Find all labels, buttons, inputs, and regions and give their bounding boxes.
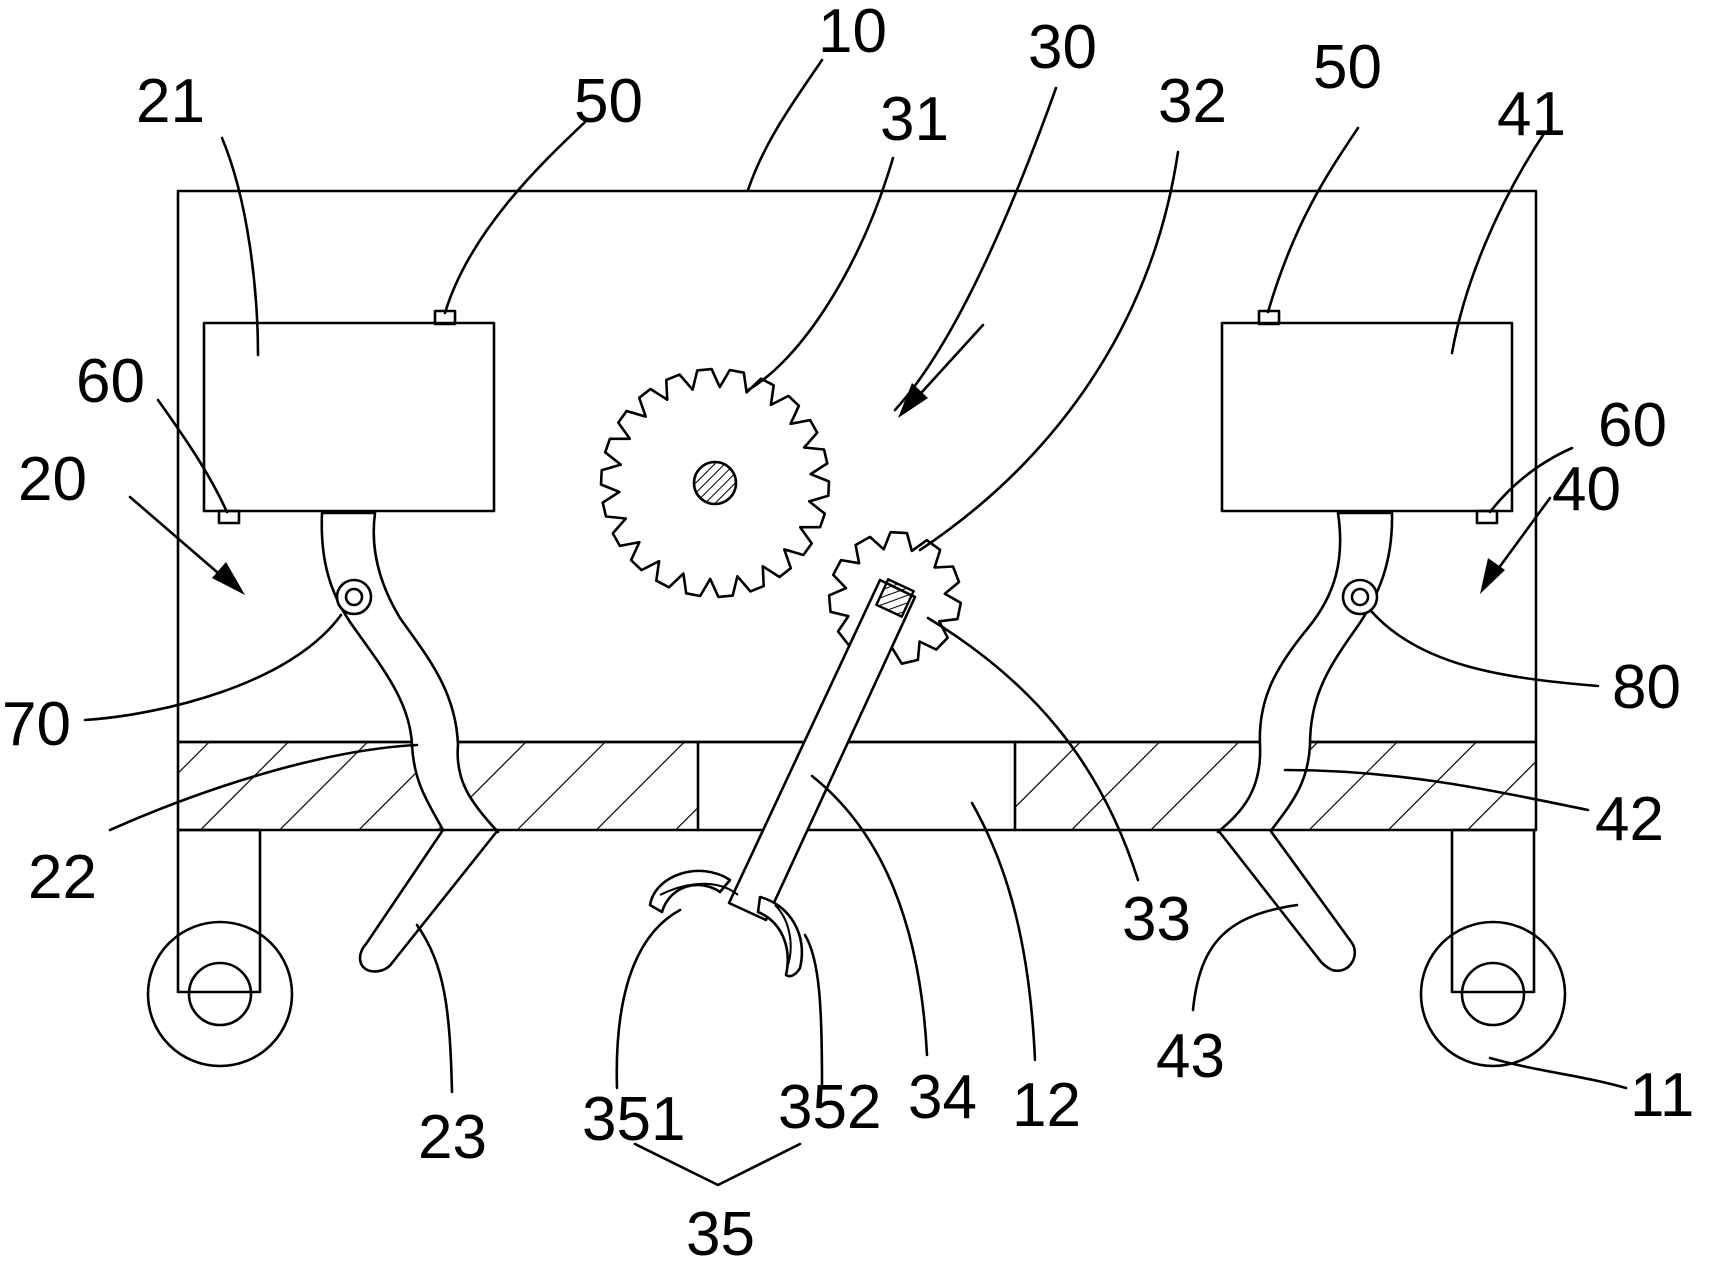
connecting-rod [727,578,917,922]
label-35: 35 [686,1200,755,1262]
label-30: 30 [1028,13,1097,82]
label-10: 10 [818,0,887,66]
arrow-30 [898,323,985,418]
label-50-left: 50 [574,67,643,136]
label-352: 352 [778,1073,881,1142]
label-34: 34 [908,1063,977,1132]
left-pivot [335,578,373,616]
label-33: 33 [1122,885,1191,954]
label-11: 11 [1630,1061,1694,1130]
leader-lines [83,58,1628,1187]
label-43: 43 [1156,1022,1225,1091]
label-32: 32 [1158,67,1227,136]
label-60-left: 60 [76,347,145,416]
gripper [648,869,804,978]
label-12: 12 [1012,1071,1081,1140]
label-21: 21 [136,67,205,136]
left-bottom-sensor [217,509,241,525]
label-41: 41 [1497,80,1566,149]
right-pivot [1341,578,1379,616]
label-351: 351 [582,1085,685,1154]
label-20: 20 [18,445,87,514]
left-leg-wheel [146,828,294,1068]
left-box [202,321,496,513]
arrow-40 [1480,496,1552,594]
label-40: 40 [1552,455,1621,524]
label-31: 31 [880,85,949,154]
label-22: 22 [28,843,97,912]
label-70: 70 [2,690,71,759]
right-leg-wheel [1419,828,1567,1068]
label-60-right: 60 [1598,391,1667,460]
label-80: 80 [1612,653,1681,722]
right-box [1220,321,1514,513]
small-gear-shaft [874,577,916,619]
label-42: 42 [1595,785,1664,854]
label-50-right: 50 [1313,33,1382,102]
label-23: 23 [418,1103,487,1172]
base-plate [176,740,1538,832]
right-bottom-sensor [1475,509,1499,525]
arrow-20 [128,495,245,595]
large-gear-shaft [692,460,738,506]
